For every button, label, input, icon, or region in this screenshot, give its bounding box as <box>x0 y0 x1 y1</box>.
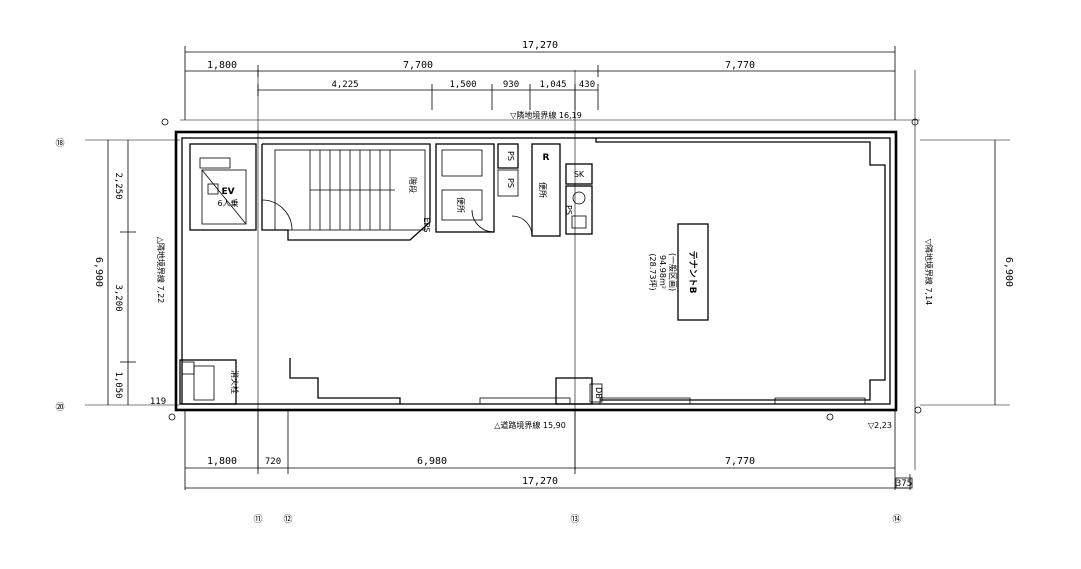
db-label: DB <box>594 387 603 399</box>
tenant-box: テナントB (一般区画) 94.98m² (28.73坪) <box>648 223 709 321</box>
dim-bottom-a: 1,800 <box>207 456 237 467</box>
dim-bottom-total: 17,270 <box>522 476 558 487</box>
bottom-dimensions: 1,800 720 6,980 7,770 17,270 375 △道路境界線 … <box>184 410 913 490</box>
dim-left-total: 6,900 <box>93 257 104 287</box>
level-top: ▽隣地境界線 16,19 <box>510 110 582 120</box>
dim-left-c: 1,050 <box>113 371 123 398</box>
stair: 階段 EPS <box>261 143 431 241</box>
wc-label-2: 便所 <box>538 182 548 198</box>
right-dimensions: 6,900 ▽隣地境界線 7,14 <box>924 140 1014 405</box>
dim-bottom-offset: 375 <box>896 479 912 489</box>
dim-top-total: 17,270 <box>522 40 558 51</box>
dim-bottom-b: 720 <box>265 457 281 467</box>
dim-top-row2-a: 4,225 <box>331 80 358 90</box>
dim-top-row1-a: 1,800 <box>207 60 237 71</box>
dim-top-row2-b: 1,500 <box>449 80 476 90</box>
grid-lines <box>85 70 1010 470</box>
ev-label: EV <box>221 187 234 197</box>
boundary-points <box>161 118 922 421</box>
stair-label: 階段 <box>408 177 418 193</box>
dim-top-row2-e: 430 <box>579 80 595 90</box>
axis-bottom-4: ⑭ <box>892 514 901 525</box>
toilet-cluster: 便所 PS PS R 便所 SK PS <box>435 143 593 237</box>
ps-label-3: PS <box>564 205 573 215</box>
dim-top-row2-d: 1,045 <box>539 80 566 90</box>
pit-label: EPS <box>422 218 431 233</box>
hydrant-label: 消火栓 <box>230 370 240 394</box>
axis-bottom-2: ⑫ <box>283 514 292 525</box>
dim-right-total: 6,900 <box>1003 257 1014 287</box>
dim-top-row1-b: 7,700 <box>403 60 433 71</box>
dim-left-b: 3,200 <box>113 284 123 311</box>
tenant-title: テナントB <box>687 251 698 294</box>
tenant-area-2: 94.98m² <box>658 255 667 289</box>
dim-top-row2-c: 930 <box>503 80 519 90</box>
axis-bottom-1: ⑪ <box>253 514 262 525</box>
dim-left-small: 119 <box>150 397 166 407</box>
top-dimensions: 17,270 1,800 7,700 7,770 4,225 1,500 930… <box>184 40 896 120</box>
r-label: R <box>543 153 550 163</box>
wc-label-1: 便所 <box>456 197 466 213</box>
tenant-area-1: (一般区画) <box>668 253 678 291</box>
sk-label: SK <box>574 170 585 179</box>
hydrant-box: 消火栓 DB <box>179 359 603 405</box>
left-dimensions: 6,900 2,250 3,200 1,050 119 △隣地境界線 7,22 <box>93 140 166 407</box>
building-walls <box>174 130 898 412</box>
level-bottom-right: ▽2,23 <box>868 421 892 430</box>
ev-sub: 6人乗 <box>217 198 238 208</box>
axis-left-bottom: ⑳ <box>55 402 64 413</box>
tenant-area-3: (28.73坪) <box>648 253 657 290</box>
level-right: ▽隣地境界線 7,14 <box>924 239 934 306</box>
ps-label-2: PS <box>506 178 515 188</box>
axis-left-top: ⑱ <box>55 138 64 149</box>
dim-bottom-d: 7,770 <box>725 456 755 467</box>
elevator: EV 6人乗 <box>189 143 257 231</box>
axis-bottom-3: ⑬ <box>570 514 579 525</box>
dim-top-row1-c: 7,770 <box>725 60 755 71</box>
level-left: △隣地境界線 7,22 <box>156 237 166 304</box>
axis-markers: ⑱ ⑳ ⑪ ⑫ ⑬ ⑭ <box>55 138 901 525</box>
dim-bottom-c: 6,980 <box>417 456 447 467</box>
dim-left-a: 2,250 <box>113 172 123 199</box>
ps-label-1: PS <box>506 151 515 161</box>
stair-treads <box>309 150 395 230</box>
level-bottom: △道路境界線 15,90 <box>494 420 566 430</box>
